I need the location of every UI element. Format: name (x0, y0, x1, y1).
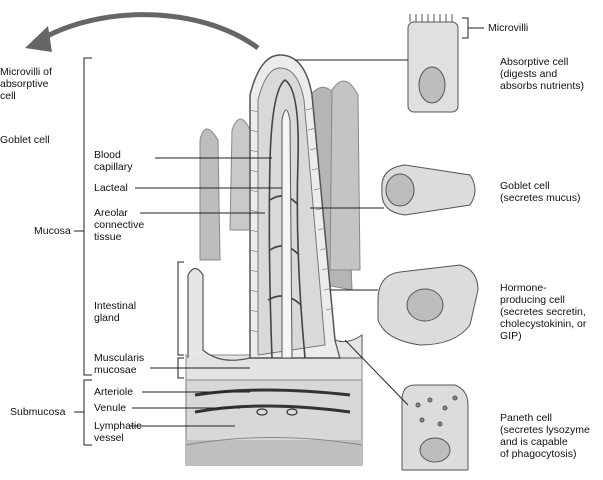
label-arteriole: Arteriole (94, 386, 133, 398)
label-venule: Venule (94, 402, 126, 414)
label-submucosa: Submucosa (10, 406, 65, 418)
label-intestinal-gland: Intestinal gland (94, 300, 136, 324)
hormone-producing-cell-illustration (378, 265, 478, 345)
label-blood-capillary: Blood capillary (94, 149, 133, 173)
label-lymphatic-vessel: Lymphatic vessel (94, 420, 141, 444)
arrow-head-icon (25, 26, 52, 52)
label-lacteal: Lacteal (94, 182, 128, 194)
label-hormone-producing-cell: Hormone- producing cell (secretes secret… (500, 282, 586, 342)
label-muscularis-mucosae: Muscularis mucosae (94, 352, 144, 376)
label-goblet-cell-right: Goblet cell (secretes mucus) (500, 180, 581, 204)
curved-arrow (40, 15, 258, 48)
label-microvilli: Microvilli (488, 22, 528, 34)
absorptive-cell-illustration (408, 14, 458, 112)
label-paneth-cell: Paneth cell (secretes lysozyme and is ca… (500, 412, 590, 460)
label-microvilli-of-absorptive-cell: Microvilli of absorptive cell (0, 66, 52, 102)
label-areolar-connective-tissue: Areolar connective tissue (94, 207, 144, 243)
label-goblet-cell-left: Goblet cell (0, 134, 50, 146)
label-mucosa: Mucosa (34, 225, 71, 237)
paneth-cell-illustration (402, 385, 468, 470)
label-absorptive-cell: Absorptive cell (digests and absorbs nut… (500, 56, 584, 92)
goblet-cell-illustration (382, 165, 475, 215)
